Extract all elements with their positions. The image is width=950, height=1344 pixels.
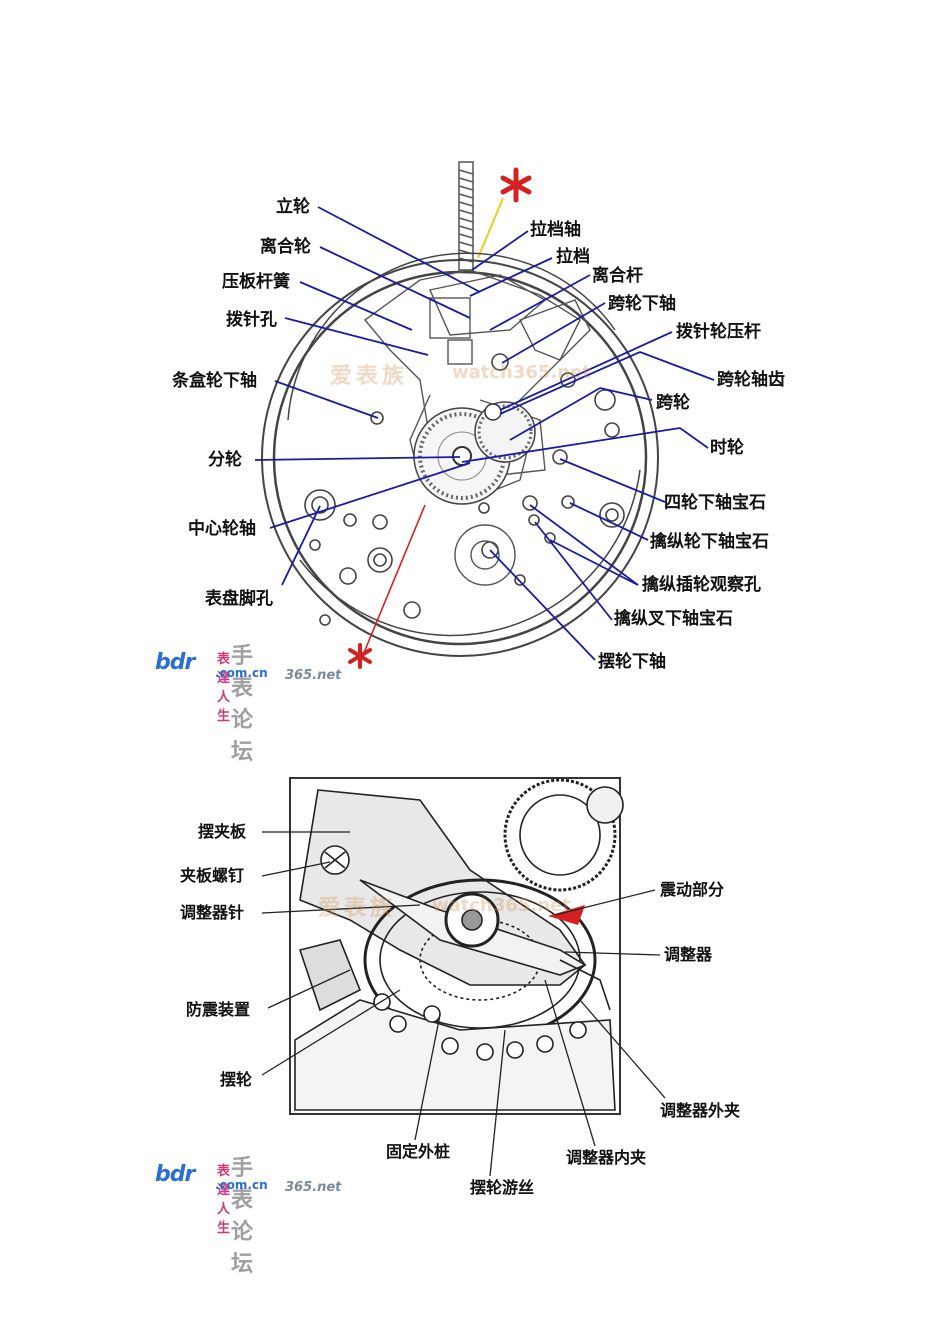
logo-num-text: 365.net	[285, 668, 342, 683]
label-kua-lun-xia-zhou: 跨轮下轴	[608, 294, 676, 314]
red-asterisk-top	[500, 167, 532, 203]
logo-com-text: .com.cn	[215, 1178, 268, 1192]
logo-bdr-text: bdr	[155, 1162, 195, 1187]
red-asterisk-bottom	[348, 643, 372, 669]
leader-lines-diagram1	[254, 206, 715, 661]
label-li-lun: 立轮	[276, 197, 310, 217]
logo-forum-text: 手表论坛	[231, 643, 254, 765]
balance-jewel-setting	[454, 524, 516, 586]
red-pointer-line	[362, 504, 426, 656]
label-li-he-lun: 离合轮	[260, 237, 311, 257]
label-kua-lun: 跨轮	[656, 393, 690, 413]
label-si-lun-xia-zhou-bao-shi: 四轮下轴宝石	[664, 493, 766, 513]
yellow-stem-pointer	[477, 197, 504, 259]
logo-num-text: 365.net	[285, 1180, 342, 1195]
label-ya-ban-gan-huang: 压板杆簧	[222, 272, 290, 292]
label-la-dang: 拉档	[556, 247, 590, 267]
label-qin-zong-cha-xia-zhou-bao-shi: 擒纵叉下轴宝石	[614, 609, 733, 629]
label-tiao-zheng-qi-wai-jia: 调整器外夹	[660, 1101, 741, 1120]
label-tiao-zheng-qi-nei-jia: 调整器内夹	[566, 1148, 647, 1167]
label-tiao-he-lun-xia-zhou: 条盒轮下轴	[172, 371, 257, 391]
label-zhong-xin-lun-zhou: 中心轮轴	[188, 519, 256, 539]
label-gu-ding-wai-zhuang: 固定外桩	[386, 1142, 451, 1161]
logo-bdr-text: bdr	[155, 650, 195, 675]
balance-diagram-drawing	[294, 778, 624, 1111]
label-bo-zhen-kong: 拨针孔	[226, 310, 277, 330]
label-qin-zong-cha-lun-guan-cha-kong: 擒纵插轮观察孔	[642, 575, 761, 595]
label-bai-jia-ban: 摆夹板	[198, 822, 247, 841]
label-la-dang-zhou: 拉档轴	[530, 220, 581, 240]
winding-stem	[458, 161, 474, 271]
label-tiao-zheng-qi-zhen: 调整器针	[180, 903, 245, 922]
logo-cn-text: 表達人生	[217, 1164, 231, 1236]
watermark-url-1: watch365.net	[452, 362, 591, 383]
label-shi-lun: 时轮	[710, 438, 744, 458]
label-fen-lun: 分轮	[208, 450, 242, 470]
label-kua-lun-zhou-chi: 跨轮轴齿	[717, 370, 785, 390]
label-bai-lun: 摆轮	[220, 1070, 253, 1089]
label-li-he-gan: 离合杆	[592, 266, 643, 286]
leader-lines-diagram2	[261, 831, 666, 1177]
label-qin-zong-lun-xia-zhou-bao-shi: 擒纵轮下轴宝石	[650, 532, 769, 552]
label-zhen-dong-bu-fen: 震动部分	[660, 880, 725, 899]
watermark-url-2: watch365.net	[432, 895, 571, 916]
logo-cn-text: 表達人生	[217, 652, 231, 724]
label-bai-lun-you-si: 摆轮游丝	[470, 1178, 535, 1197]
label-fang-zhen-zhuang-zhi: 防震装置	[186, 1000, 251, 1019]
watermark-cn-1: 爱表族	[330, 363, 409, 389]
logo-com-text: .com.cn	[215, 666, 268, 680]
label-bo-zhen-lun-ya-gan: 拨针轮压杆	[676, 322, 761, 342]
label-tiao-zheng-qi: 调整器	[664, 945, 713, 964]
cross-wheel-gear	[474, 401, 536, 463]
label-biao-pan-jiao-kong: 表盘脚孔	[205, 589, 273, 609]
label-bai-lun-xia-zhou: 摆轮下轴	[598, 652, 666, 672]
logo-forum-text: 手表论坛	[231, 1155, 254, 1277]
watermark-cn-2: 爱表族	[318, 895, 397, 921]
label-jia-ban-luo-ding: 夹板螺钉	[180, 866, 245, 885]
